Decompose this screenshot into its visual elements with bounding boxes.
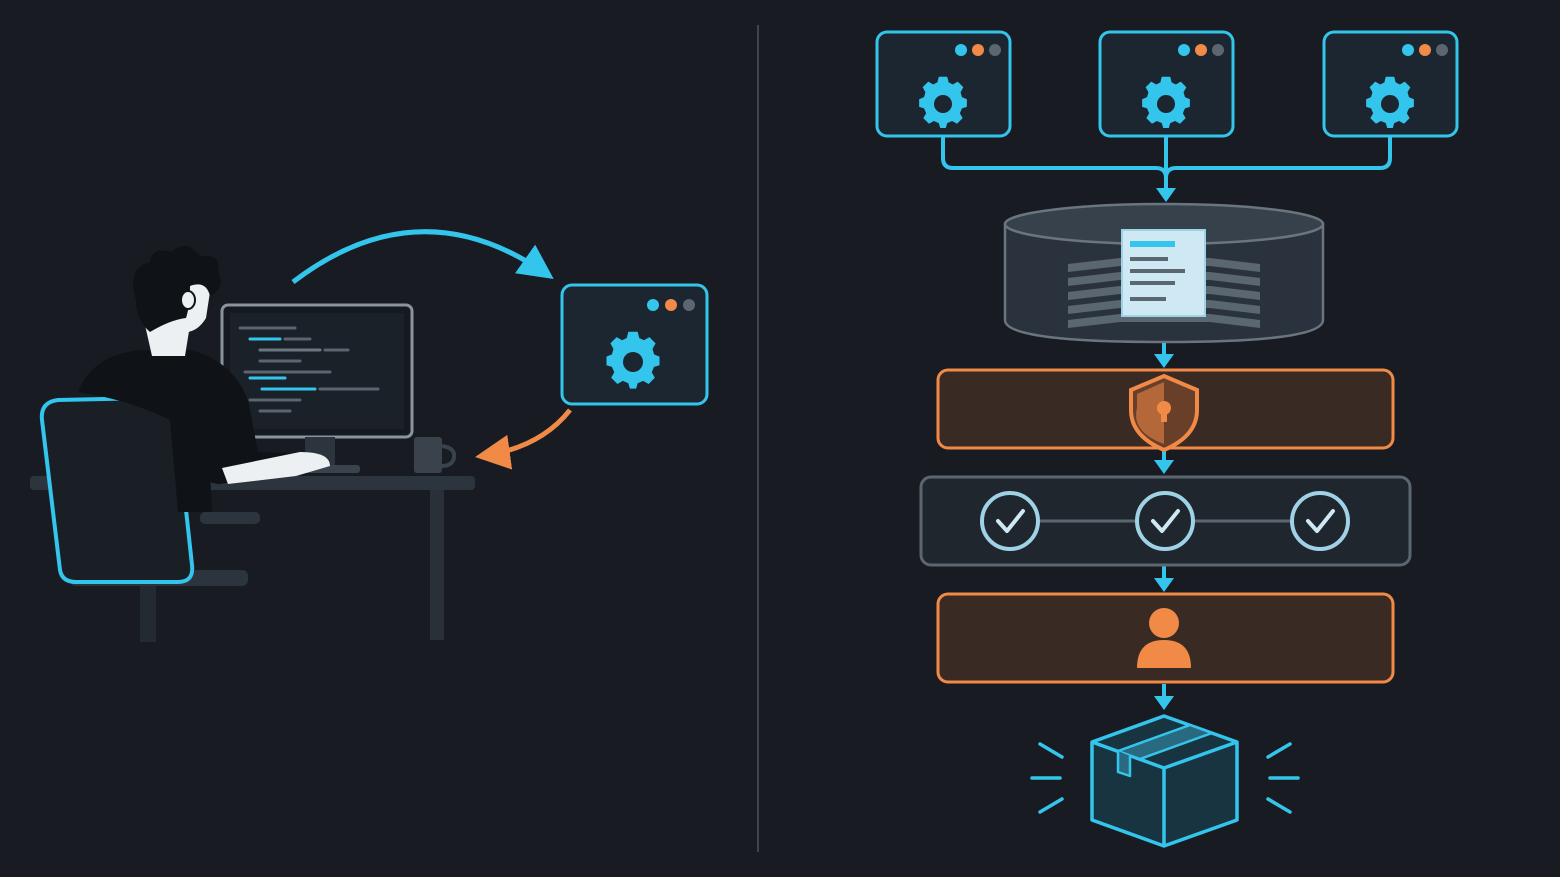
check-icon	[1135, 491, 1195, 551]
document-stack-icon	[1068, 229, 1260, 328]
window-dot-orange	[1419, 44, 1431, 56]
check-icon	[1290, 491, 1350, 551]
window-dot-cyan	[1402, 44, 1414, 56]
shield-icon	[1129, 373, 1199, 453]
check-icon	[980, 491, 1040, 551]
chair	[39, 395, 260, 642]
stage-connectors	[1154, 343, 1174, 710]
desk-leg	[430, 490, 444, 640]
developer-scene	[30, 245, 475, 642]
human-review-stage	[936, 592, 1395, 684]
security-stage	[936, 368, 1395, 453]
agent-window	[560, 283, 709, 406]
gear-icon	[919, 76, 967, 128]
window-dot-grey	[989, 44, 1001, 56]
developer-person	[78, 245, 330, 512]
window-dot-cyan	[1178, 44, 1190, 56]
agent-connectors	[941, 137, 1392, 202]
gear-icon	[606, 331, 660, 389]
arrow-back-to-developer	[475, 408, 572, 470]
package-icon	[1090, 714, 1239, 848]
window-dot-orange	[1195, 44, 1207, 56]
release-sparkle-lines	[1030, 742, 1300, 814]
window-dot-orange	[665, 299, 677, 311]
database-stage	[1003, 202, 1325, 344]
window-dot-grey	[1212, 44, 1224, 56]
window-dot-orange	[972, 44, 984, 56]
window-dot-cyan	[647, 299, 659, 311]
agent-window-1	[875, 30, 1012, 138]
code-lines	[238, 326, 380, 413]
agent-window-3	[1322, 30, 1459, 138]
agent-window-2	[1098, 30, 1235, 138]
gear-icon	[1142, 76, 1190, 128]
arrow-to-agent	[291, 229, 554, 284]
person-icon	[1137, 608, 1191, 668]
window-dot-grey	[683, 299, 695, 311]
window-dot-cyan	[955, 44, 967, 56]
agent-windows	[875, 30, 1459, 138]
window-dot-grey	[1436, 44, 1448, 56]
monitor	[220, 303, 414, 473]
coffee-mug-icon	[414, 437, 457, 473]
gear-icon	[1366, 76, 1414, 128]
checks-stage	[919, 475, 1412, 567]
